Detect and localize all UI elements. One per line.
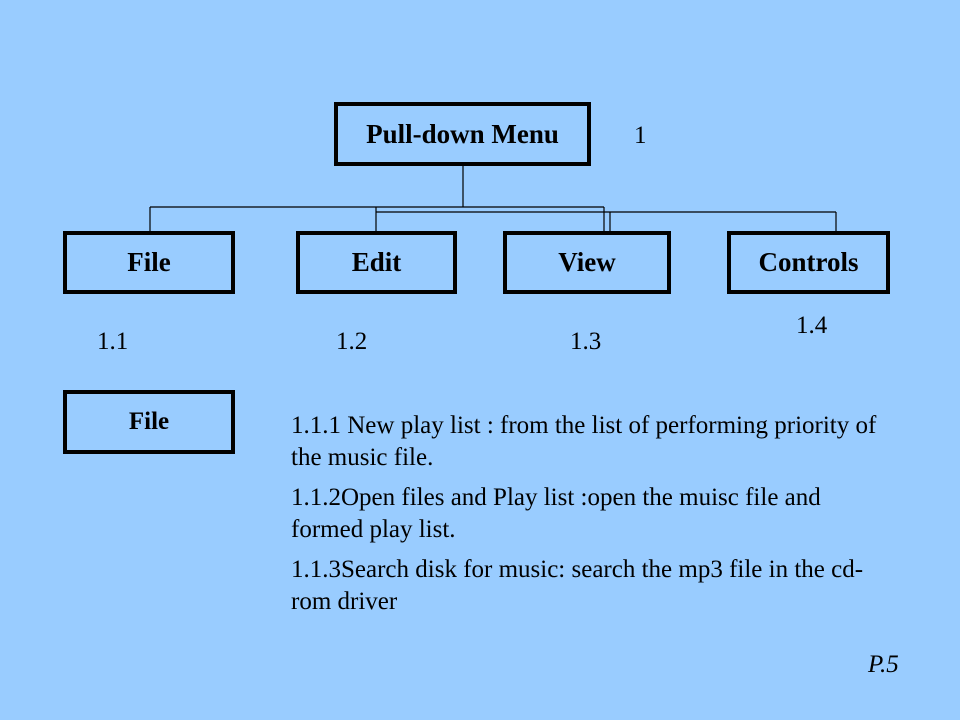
detail-heading-box: File xyxy=(63,390,235,454)
page-number: P.5 xyxy=(868,651,899,678)
child-node-number-file: 1.1 xyxy=(97,328,129,355)
child-node-label: View xyxy=(558,247,616,277)
detail-item: 1.1.1 New play list : from the list of p… xyxy=(291,412,877,471)
child-node-label: Controls xyxy=(758,247,859,277)
root-node-number: 1 xyxy=(634,122,647,149)
child-node-number-controls: 1.4 xyxy=(796,312,828,339)
root-node-pull-down-menu: Pull-down Menu xyxy=(334,102,591,166)
root-node-label: Pull-down Menu xyxy=(366,118,559,149)
detail-heading: File xyxy=(128,408,170,435)
child-node-label: Edit xyxy=(351,247,402,277)
child-node-edit: Edit xyxy=(296,231,457,294)
child-node-number-view: 1.3 xyxy=(570,328,602,355)
child-node-view: View xyxy=(503,231,671,294)
child-node-file: File xyxy=(63,231,235,294)
detail-description: 1.1.1 New play list : from the list of p… xyxy=(291,410,891,626)
child-node-controls: Controls xyxy=(727,231,890,294)
child-node-label: File xyxy=(127,247,171,277)
detail-item: 1.1.3Search disk for music: search the m… xyxy=(291,556,864,615)
detail-item: 1.1.2Open files and Play list :open the … xyxy=(291,484,821,543)
child-node-number-edit: 1.2 xyxy=(336,328,368,355)
